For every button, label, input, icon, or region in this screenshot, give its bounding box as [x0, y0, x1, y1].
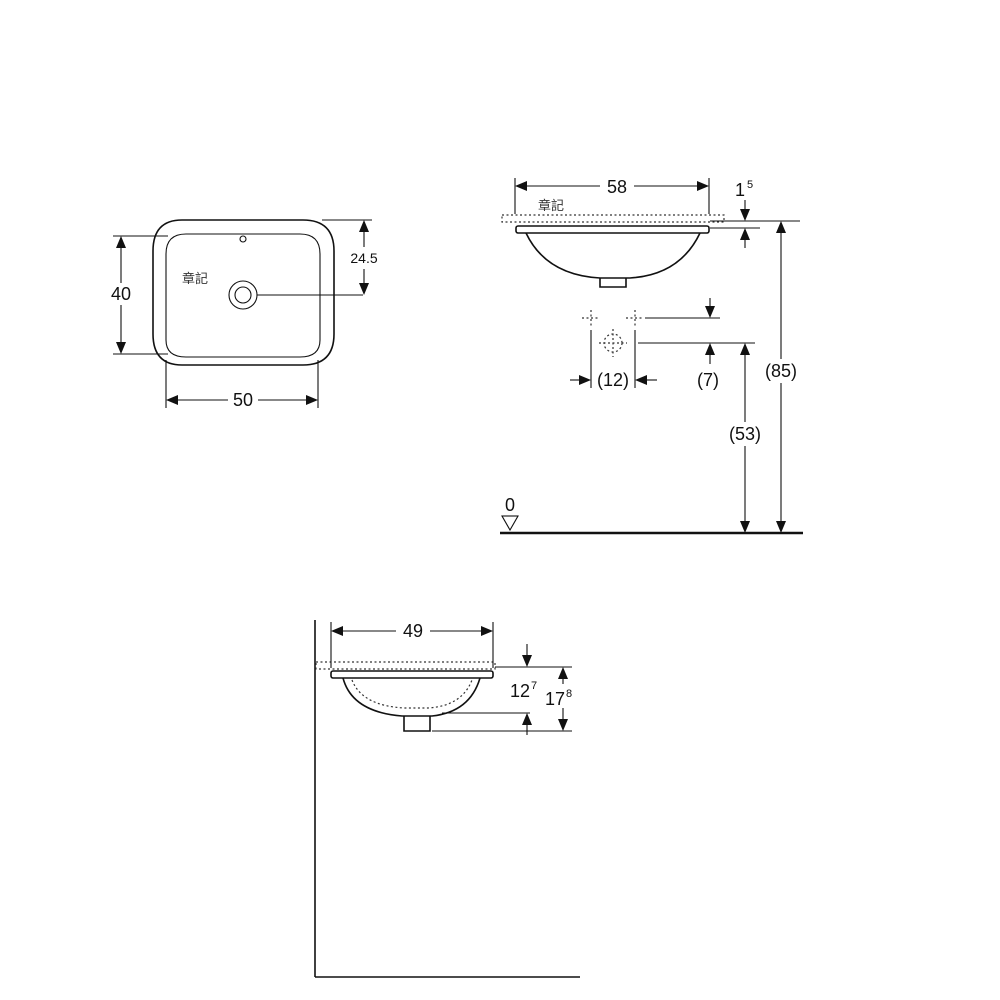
inner-depth-label: 12 [510, 681, 530, 701]
depth-label: 40 [111, 284, 131, 304]
basin-outlet [599, 278, 627, 288]
front-view: 49 12 7 17 8 [314, 620, 580, 978]
countertop-outline [501, 214, 725, 223]
length-label: 58 [607, 177, 627, 197]
floor-level-label: 0 [505, 495, 515, 515]
rim-height-label: 1 [735, 180, 745, 200]
basin-inner-bowl [165, 233, 321, 358]
valve-symbol-right [626, 310, 644, 326]
rim-height-superscript: 5 [747, 179, 753, 191]
basin-bowl-front [342, 677, 481, 717]
valve-symbol-left [582, 310, 600, 326]
drain-offset-label: 24.5 [350, 250, 377, 266]
drain-inner [234, 286, 252, 304]
basin-rim [515, 225, 710, 234]
side-view: 章記 58 1 5 [500, 175, 804, 535]
install-height-label: (85) [765, 361, 797, 381]
floor-level-marker [501, 515, 519, 532]
valve-drop-label: (7) [697, 370, 719, 390]
valve-height-label: (53) [729, 424, 761, 444]
side-stamp: 章記 [538, 198, 564, 214]
basin-outer-rim [152, 219, 335, 366]
valve-spacing-label: (12) [597, 370, 629, 390]
inner-depth-superscript: 7 [531, 680, 537, 692]
basin-bowl [525, 232, 701, 279]
front-width-label: 49 [403, 621, 423, 641]
top-view: 章記 40 24.5 50 [106, 219, 384, 411]
basin-outlet-front [403, 716, 431, 732]
waste-symbol [599, 329, 627, 357]
basin-rim-front [330, 670, 494, 679]
drain-outer [228, 280, 258, 310]
outer-depth-superscript: 8 [566, 688, 572, 700]
overflow-hole [239, 235, 247, 243]
outer-depth-label: 17 [545, 689, 565, 709]
basin-inner-dotted [351, 679, 473, 709]
top-stamp: 章記 [182, 271, 208, 287]
width-label: 50 [233, 390, 253, 410]
countertop-outline-front [315, 661, 496, 670]
